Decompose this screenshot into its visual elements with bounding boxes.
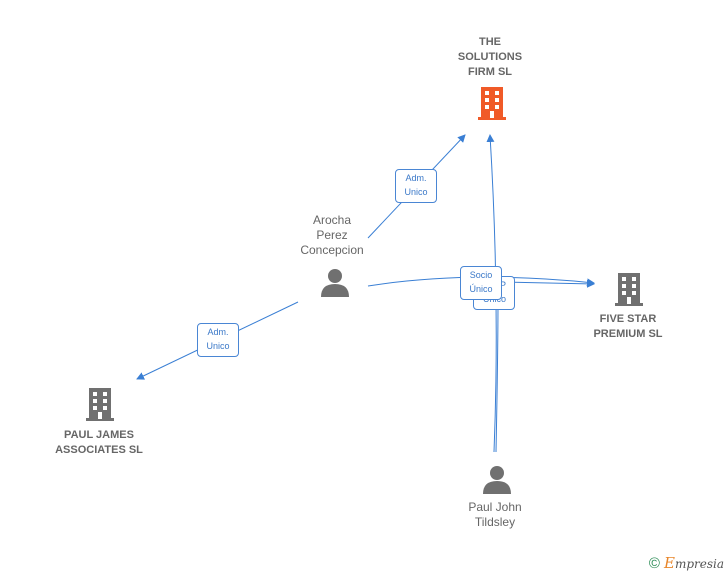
edge-label-line: Adm. (405, 173, 427, 183)
edge-label-line: Unico (206, 341, 230, 351)
brand-name: Empresia (664, 554, 724, 572)
node-arocha-perez-concepcion[interactable]: Arocha Perez Concepcion (282, 213, 382, 258)
node-label-line: Paul John (468, 500, 522, 514)
node-label-line: Tildsley (474, 515, 516, 529)
brand-initial: E (663, 554, 675, 572)
node-label-line: Arocha (312, 213, 352, 227)
building-icon (86, 388, 114, 421)
edge-pauljohn-to-fivestar (495, 299, 499, 453)
edge-label-adm-unico[interactable]: Adm. Unico (395, 169, 437, 203)
building-icon (478, 87, 506, 120)
node-paul-john-tildsley[interactable]: Paul John Tildsley (445, 500, 545, 530)
node-label-line: PREMIUM SL (593, 328, 663, 340)
edge-label-line: Adm. (207, 327, 229, 337)
edge-socio-to-fivestar (499, 279, 595, 288)
edge-label-line: Socio (469, 270, 493, 280)
node-label-line: SOLUTIONS (457, 51, 523, 63)
node-label-line: FIVE STAR (599, 313, 657, 325)
empresia-logo[interactable]: © Empresia (649, 554, 724, 572)
edge-label-adm-unico[interactable]: Adm. Unico (197, 323, 239, 357)
edge-label-socio-unico[interactable]: Socio Único (460, 266, 502, 300)
person-icon (321, 269, 349, 297)
edge-label-line: Unico (404, 187, 428, 197)
building-icon (615, 273, 643, 306)
node-paul-james-associates[interactable]: PAUL JAMES ASSOCIATES SL (44, 428, 154, 458)
edge-label-line: P (499, 280, 506, 290)
node-label-line: FIRM SL (468, 66, 512, 78)
node-five-star-premium[interactable]: FIVE STAR PREMIUM SL (578, 312, 678, 342)
node-the-solutions-firm[interactable]: THE SOLUTIONS FIRM SL (440, 35, 540, 80)
copyright-icon: © (648, 554, 660, 572)
brand-rest: mpresia (674, 557, 724, 571)
node-label-line: Perez (316, 228, 348, 242)
person-icon (483, 466, 511, 494)
node-label-line: THE (479, 36, 501, 48)
edge-label-line: Único (469, 284, 493, 294)
node-label-line: Concepcion (300, 243, 364, 257)
node-label-line: PAUL JAMES (64, 429, 134, 441)
node-label-line: ASSOCIATES SL (55, 444, 143, 456)
